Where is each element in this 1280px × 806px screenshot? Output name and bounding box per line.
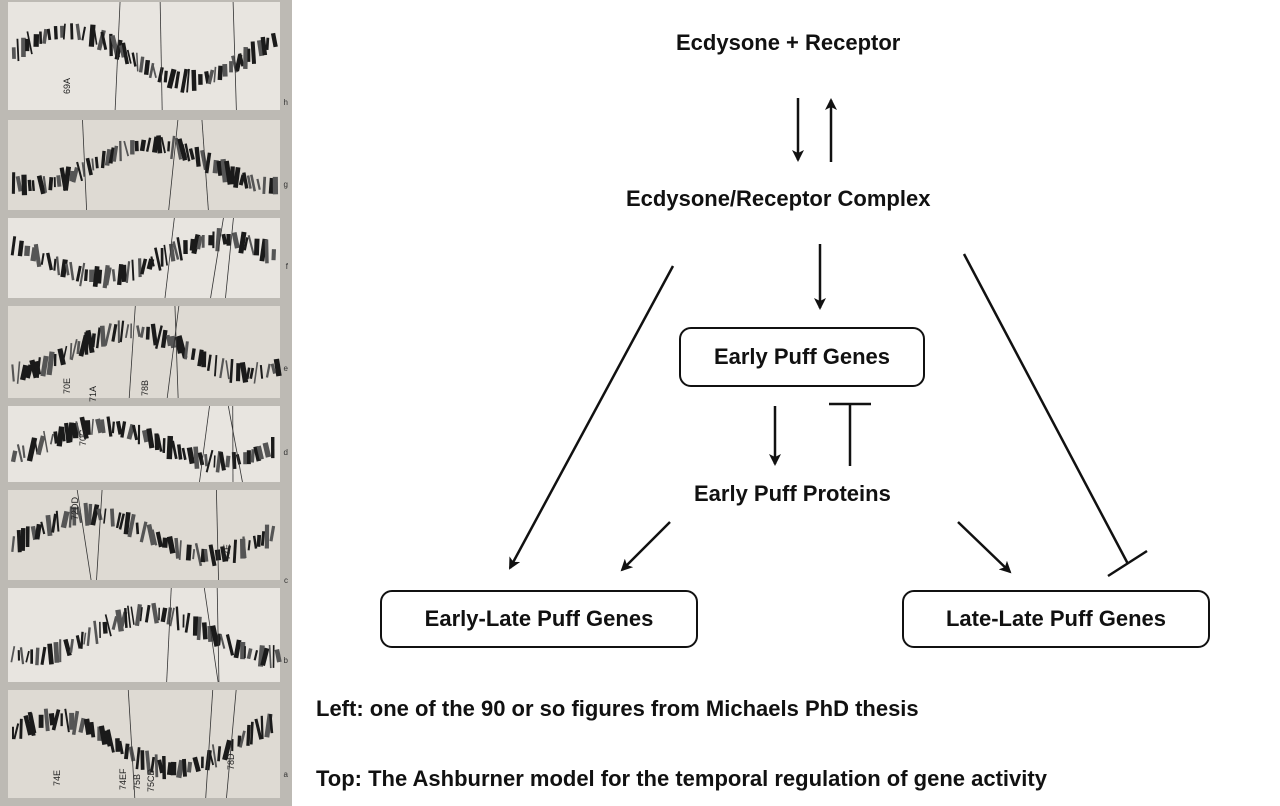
arrow-proteins-to-late-late [957,521,1012,574]
chromosome-bands [8,1,282,799]
caption-top: Top: The Ashburner model for the tempora… [316,766,1047,791]
inhibit-bar-late-late [1107,549,1148,578]
arrow-proteins-to-early-late [620,521,671,572]
box-late-late-puff-genes: Late-Late Puff Genes [902,590,1210,648]
panel-letter-b: b [283,656,288,665]
panel-letter-h: h [283,98,288,107]
photo-strip [8,305,282,399]
panel-letter-f: f [285,262,288,271]
arrow-complex-to-early-late [508,265,675,570]
photo-strip [8,689,280,799]
panel-letter-d: d [283,448,288,457]
box-early-puff-genes: Early Puff Genes [679,327,925,387]
panel-letter-c: c [284,576,288,585]
chromosome-photo-figure: 69A 70E 71A 78B 70C 72DD 77E 74E 74EF 75… [0,0,292,806]
panel-letter-a: a [283,770,288,779]
photo-strip [8,217,280,299]
panel-letter-g: g [283,180,288,189]
node-early-puff-proteins: Early Puff Proteins [694,481,891,506]
panel-letter-e: e [283,364,288,373]
photo-strip [8,119,280,211]
caption-left: Left: one of the 90 or so figures from M… [316,696,919,721]
node-ecdysone-receptor: Ecdysone + Receptor [676,30,901,55]
node-receptor-complex: Ecdysone/Receptor Complex [626,186,931,211]
photo-strip [8,1,280,111]
photo-strip [8,489,280,581]
inhibit-complex-to-late-late [962,253,1130,565]
box-early-late-puff-genes: Early-Late Puff Genes [380,590,698,648]
photo-strip [8,405,280,483]
photo-strip [8,587,282,683]
